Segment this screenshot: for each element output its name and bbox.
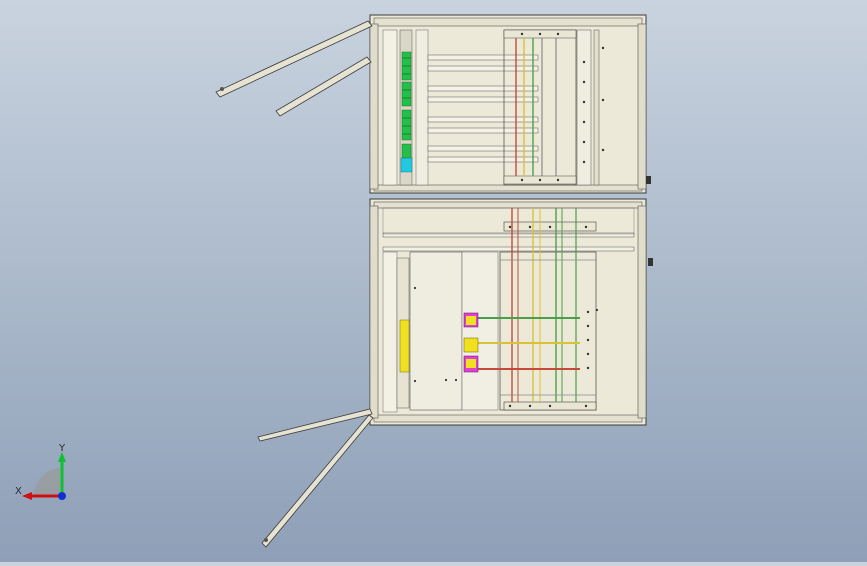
upper-busbars bbox=[515, 38, 557, 176]
upper-hinge bbox=[646, 176, 651, 184]
upper-cable-trays bbox=[427, 54, 539, 163]
mounting-plate bbox=[409, 251, 463, 411]
y-axis-label: Y bbox=[58, 443, 66, 454]
upper-door-inner[interactable] bbox=[275, 56, 372, 117]
upper-cabinet[interactable] bbox=[369, 14, 651, 194]
lower-cabinet[interactable] bbox=[369, 198, 653, 426]
open-doors[interactable] bbox=[215, 20, 374, 548]
lower-door-inner[interactable] bbox=[257, 408, 373, 442]
lower-din-module bbox=[399, 319, 410, 373]
x-axis-label: X bbox=[15, 486, 22, 497]
z-axis-dot bbox=[58, 492, 66, 500]
lower-hinge bbox=[648, 258, 653, 266]
upper-door-outer[interactable] bbox=[215, 20, 373, 98]
breakers bbox=[463, 312, 479, 373]
lower-busbars bbox=[470, 208, 596, 402]
axis-triad: Y X bbox=[15, 443, 66, 500]
lower-door-outer[interactable] bbox=[261, 414, 374, 548]
terminal-blocks bbox=[400, 51, 413, 173]
